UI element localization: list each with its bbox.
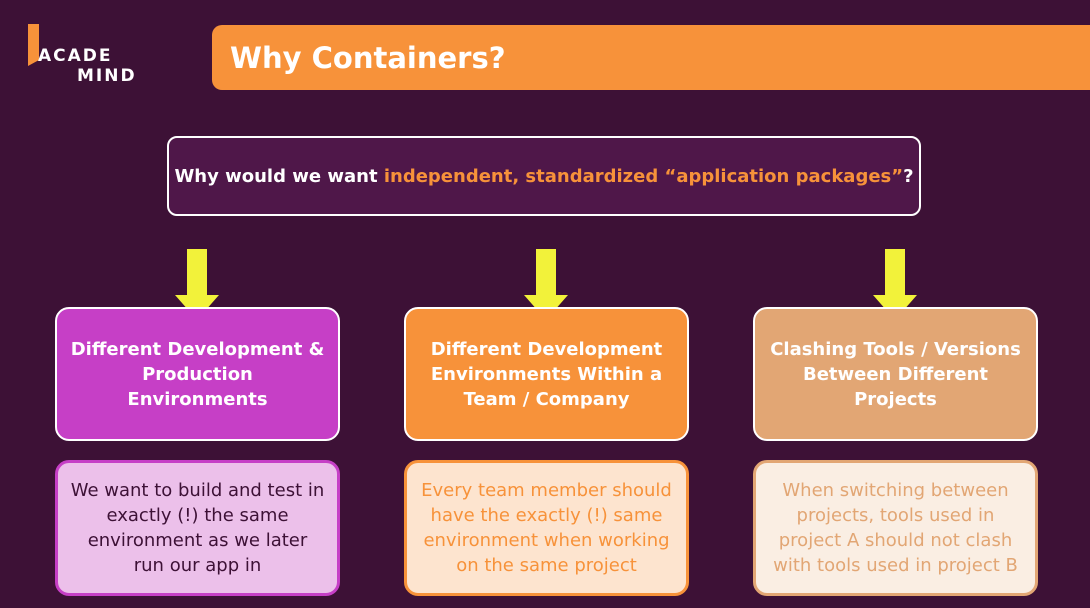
question-text: Why would we want independent, standardi… bbox=[174, 166, 913, 187]
question-highlight: independent, standardized “application p… bbox=[383, 165, 904, 187]
reason-heading: Clashing Tools / Versions Between Differ… bbox=[770, 338, 1021, 410]
question-prefix: Why would we want bbox=[174, 165, 384, 187]
reason-card-clashing-tools: Clashing Tools / Versions Between Differ… bbox=[753, 307, 1038, 441]
academind-logo: ACADE MIND bbox=[26, 24, 146, 88]
question-suffix: ? bbox=[903, 165, 914, 187]
page-title: Why Containers? bbox=[230, 41, 506, 75]
reason-heading: Different Development & Production Envir… bbox=[70, 338, 325, 410]
logo-text-line1: ACADE bbox=[38, 46, 113, 66]
logo-text-line2: MIND bbox=[77, 66, 137, 86]
question-box: Why would we want independent, standardi… bbox=[167, 136, 921, 216]
reason-description-team: Every team member should have the exactl… bbox=[404, 460, 689, 596]
reason-description-clashing-tools: When switching between projects, tools u… bbox=[753, 460, 1038, 596]
reason-card-environments: Different Development & Production Envir… bbox=[55, 307, 340, 441]
title-bar: Why Containers? bbox=[212, 25, 1090, 90]
reason-description: We want to build and test in exactly (!)… bbox=[70, 480, 325, 576]
reason-description-environments: We want to build and test in exactly (!)… bbox=[55, 460, 340, 596]
reason-description: Every team member should have the exactl… bbox=[421, 480, 672, 576]
reason-card-team: Different Development Environments Withi… bbox=[404, 307, 689, 441]
reason-heading: Different Development Environments Withi… bbox=[430, 338, 663, 410]
down-arrow-icon bbox=[524, 249, 568, 320]
logo-flag-icon bbox=[28, 24, 39, 66]
reason-description: When switching between projects, tools u… bbox=[773, 480, 1018, 576]
down-arrow-icon bbox=[175, 249, 219, 320]
down-arrow-icon bbox=[873, 249, 917, 320]
